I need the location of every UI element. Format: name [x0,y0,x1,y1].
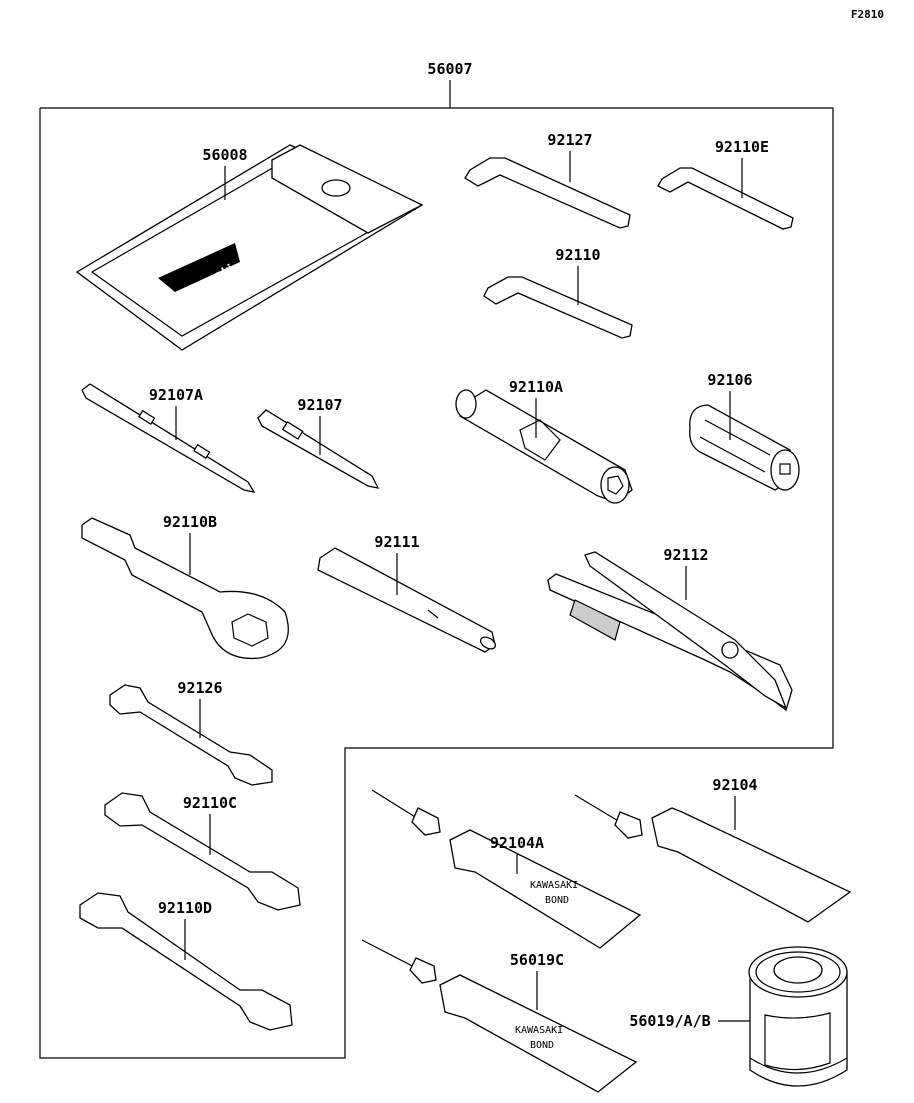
label-92106: 92106 [707,371,752,389]
label-92107A: 92107A [149,386,203,404]
hex-key-92110 [483,276,633,339]
hex-key-92110E [657,167,794,230]
screwdriver-handle [689,404,800,491]
diagram-reference: F2810 [851,8,884,21]
pliers [547,551,793,712]
tube-brand-text: KAWASAKI [530,880,578,891]
sealant-can [748,946,848,1087]
spark-plug-wrench [455,389,633,504]
label-92107: 92107 [297,396,342,414]
label-92111: 92111 [374,533,419,551]
extension-bar [317,547,497,653]
label-92112: 92112 [663,546,708,564]
label-92110: 92110 [555,246,600,264]
wrench-92126 [109,684,273,786]
label-92127: 92127 [547,131,592,149]
tube-product-text: BOND [545,895,569,906]
screwdriver-bit-92107 [257,409,380,489]
label-56008: 56008 [202,146,247,164]
bond-tube-92104A: KAWASAKI BOND [371,789,642,949]
kit-frame [39,107,834,1059]
label-92110A: 92110A [509,378,563,396]
label-92110C: 92110C [183,794,237,812]
label-92110B: 92110B [163,513,217,531]
tube-product-text-2: BOND [530,1040,554,1051]
tube-brand-text-2: KAWASAKI [515,1025,563,1036]
label-92104: 92104 [712,776,757,794]
wrench-92110C [104,792,301,911]
wrench-92110D [79,892,293,1031]
label-56007: 56007 [427,60,472,78]
label-56019-A-B: 56019/A/B [629,1012,710,1030]
label-56019C: 56019C [510,951,564,969]
box-wrench [81,517,289,660]
label-92110E: 92110E [715,138,769,156]
screwdriver-bit-92107A [81,383,256,493]
tool-pouch: Kawasaki [75,144,424,351]
bond-tube-56019C: KAWASAKI BOND [361,939,638,1093]
label-92126: 92126 [177,679,222,697]
label-92104A: 92104A [490,834,544,852]
hex-key-92127 [464,157,631,229]
label-92110D: 92110D [158,899,212,917]
bond-tube-92104 [574,794,852,923]
